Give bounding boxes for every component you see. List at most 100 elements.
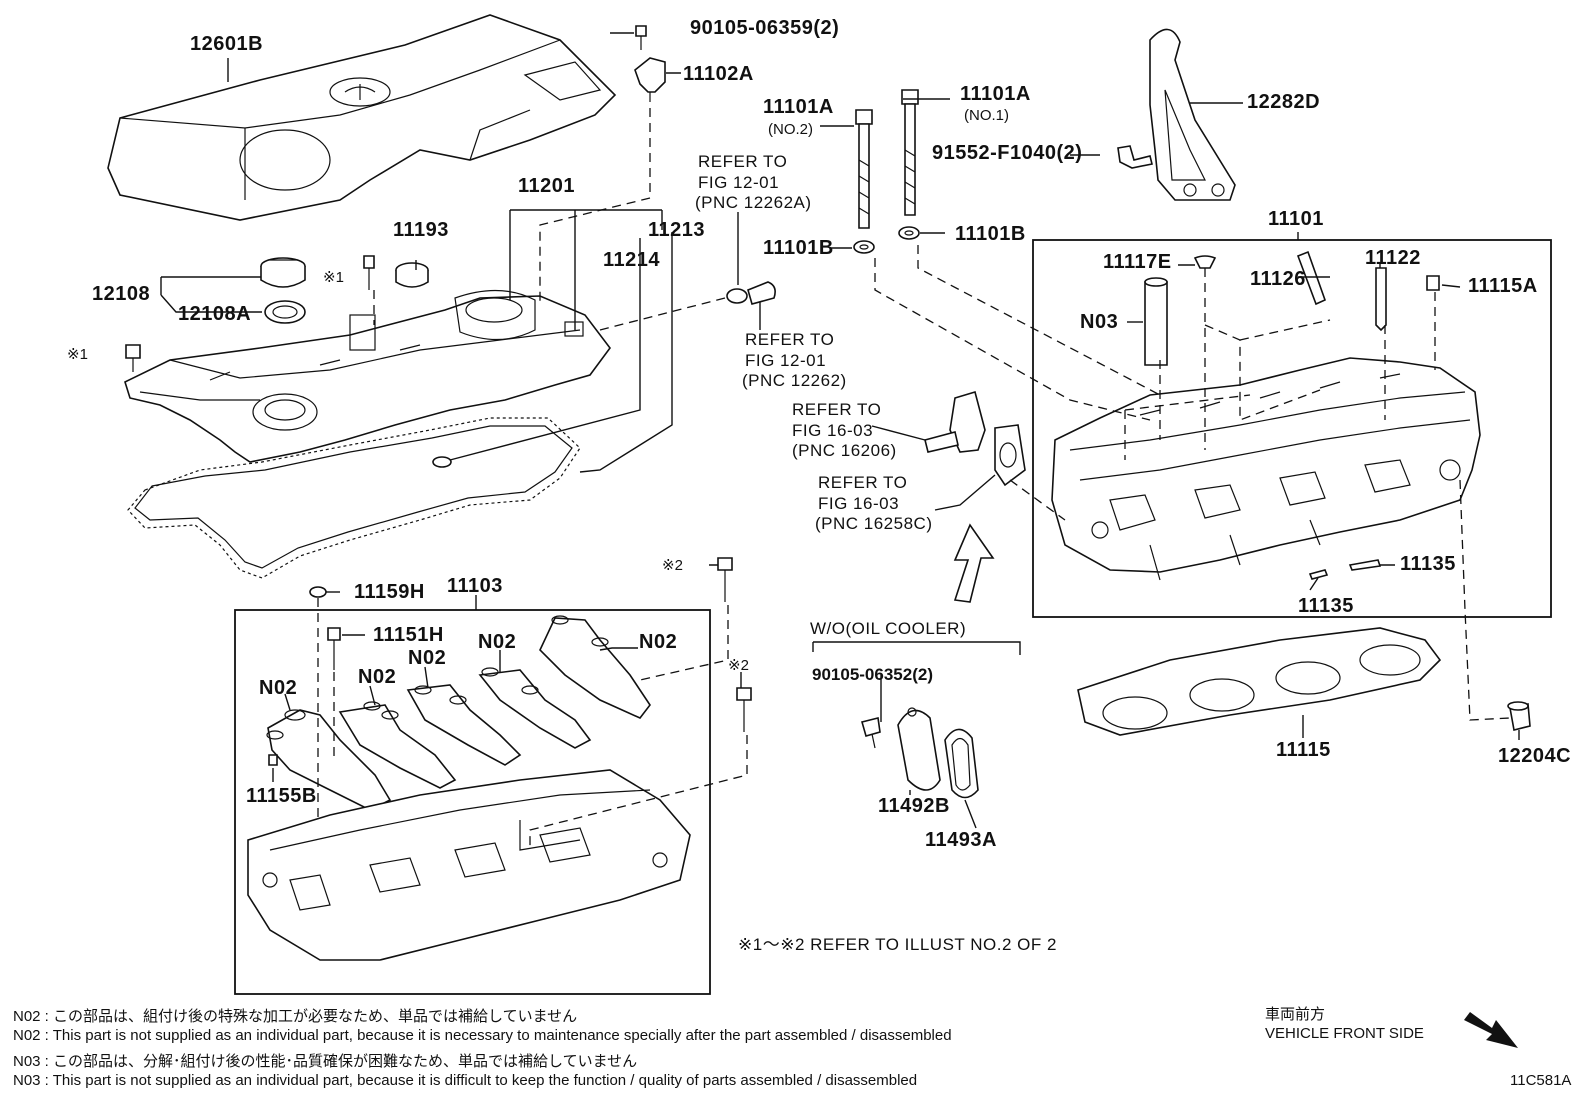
label-x1-left: ※1: [67, 346, 88, 363]
label-12601B: 12601B: [190, 33, 263, 55]
plug-11155B: [268, 754, 278, 766]
cover-plug: [395, 262, 429, 288]
vent-hose: [726, 281, 776, 305]
bearing-cap-1: [266, 709, 392, 811]
engine-hanger: [1117, 28, 1236, 201]
label-12108A: 12108A: [178, 303, 251, 325]
ref1-line3: (PNC 12262A): [695, 193, 812, 212]
head-bolt-no1: [901, 89, 919, 216]
label-11135-bottom: 11135: [1298, 595, 1354, 617]
cover-bolt: [363, 255, 375, 290]
label-11193: 11193: [393, 219, 449, 241]
bearing-cap-2: [338, 701, 457, 789]
ref2-line1: REFER TO: [745, 330, 834, 349]
label-11492B: 11492B: [878, 795, 950, 817]
label-12108: 12108: [92, 283, 150, 305]
bolt-x2a: [717, 557, 733, 602]
cylinder-head: [1051, 357, 1481, 581]
label-11214: 11214: [603, 249, 660, 271]
label-n03: N03: [1080, 311, 1118, 333]
label-11101A-no1: 11101A: [960, 83, 1031, 105]
head-gasket: [1077, 627, 1442, 736]
label-12204C: 12204C: [1498, 745, 1571, 767]
camshaft-housing-group-box: [234, 609, 711, 995]
front-label-en: VEHICLE FRONT SIDE: [1265, 1025, 1424, 1042]
pin-11126: [1296, 250, 1327, 306]
cam-sensor: [634, 25, 666, 102]
ref4-line1: REFER TO: [818, 473, 907, 492]
note-n03-en: N03 : This part is not supplied as an in…: [13, 1072, 918, 1089]
pin-11122: [1375, 267, 1387, 332]
label-11213: 11213: [648, 219, 705, 241]
refer-labels: REFER TO FIG 12-01 (PNC 12262A) REFER TO…: [695, 152, 933, 533]
ref4-line2: FIG 16-03: [818, 494, 899, 513]
label-11493A: 11493A: [925, 829, 997, 851]
label-11126: 11126: [1250, 268, 1306, 290]
note-n02-jp: N02 : この部品は、組付け後の特殊な加工が必要なため、単品では補給していませ…: [13, 1008, 578, 1025]
bolt-11151H: [327, 627, 341, 670]
outlet-gasket: [994, 424, 1026, 487]
ref1-line2: FIG 12-01: [698, 173, 779, 192]
bearing-cap-3: [406, 684, 522, 766]
label-11201: 11201: [518, 175, 575, 197]
label-n02-2: N02: [358, 666, 396, 688]
front-label-jp: 車両前方: [1265, 1006, 1326, 1023]
label-wo-oil-cooler: W/O(OIL COOLER): [810, 619, 966, 638]
cylinder-head-group-box: [1032, 239, 1552, 618]
label-x2b: ※2: [728, 657, 749, 674]
guide-n03: [1144, 277, 1168, 366]
label-n02-1: N02: [259, 677, 297, 699]
label-11102A: 11102A: [683, 63, 754, 85]
label-11115A: 11115A: [1468, 275, 1538, 297]
vehicle-front-arrow: [1464, 1012, 1518, 1048]
label-11101: 11101: [1268, 208, 1324, 230]
engine-cover: [107, 14, 617, 221]
washer-left: [853, 240, 875, 254]
illust-note: ※1～※2 REFER TO ILLUST NO.2 OF 2: [738, 935, 1057, 954]
note-n03-jp: N03 : この部品は、分解･組付け後の性能･品質確保が困難なため、単品では補給…: [13, 1053, 638, 1070]
plug-seal: [432, 456, 452, 468]
bolt-x1-left: [125, 344, 141, 372]
label-11117E: 11117E: [1103, 251, 1172, 273]
dowel-pin: [1193, 255, 1217, 269]
head-bolt-no2: [855, 109, 873, 229]
illust-id: 11C581A: [1510, 1072, 1572, 1089]
label-11151H: 11151H: [373, 624, 444, 646]
cap-gasket: [264, 300, 306, 324]
part-labels: 12601B 90105-06359(2) 11102A 11201 11193…: [67, 17, 1571, 851]
ref3-line3: (PNC 16206): [792, 441, 897, 460]
label-11101A-no2: 11101A: [763, 96, 834, 118]
label-11103: 11103: [447, 575, 503, 597]
label-11101B-left: 11101B: [763, 237, 834, 259]
ring-11159H: [309, 586, 327, 598]
head-cover-gasket: [127, 417, 581, 579]
dashed-lines: [317, 108, 1511, 850]
label-n02-3: N02: [408, 647, 446, 669]
label-11135-right: 11135: [1400, 553, 1456, 575]
plug-11115A: [1426, 275, 1440, 291]
water-outlet: [924, 390, 986, 453]
label-90105-06359: 90105-06359(2): [690, 17, 839, 39]
pins-11135: [1308, 559, 1382, 580]
bearing-cap-4: [478, 667, 592, 749]
label-11101B-right: 11101B: [955, 223, 1026, 245]
label-90105-06352: 90105-06352(2): [812, 665, 933, 684]
leader-lines: [160, 32, 1520, 829]
label-n02-5: N02: [639, 631, 677, 653]
cover-plate-11492B: [897, 707, 941, 791]
label-12282D: 12282D: [1247, 91, 1320, 113]
ref4-line3: (PNC 16258C): [815, 514, 933, 533]
washer-right: [898, 226, 920, 240]
ref3-line2: FIG 16-03: [792, 421, 873, 440]
note-n02-en: N02 : This part is not supplied as an in…: [13, 1027, 952, 1044]
gasket-11493A: [944, 728, 979, 799]
bolt-90105-06352: [861, 717, 881, 749]
label-11155B: 11155B: [246, 785, 317, 807]
ref3-line1: REFER TO: [792, 400, 881, 419]
oil-filler-cap: [260, 257, 306, 288]
ref2-line3: (PNC 12262): [742, 371, 847, 390]
cylinder-head-cover: [124, 289, 611, 463]
label-11122: 11122: [1365, 247, 1421, 269]
label-x2a: ※2: [662, 557, 683, 574]
